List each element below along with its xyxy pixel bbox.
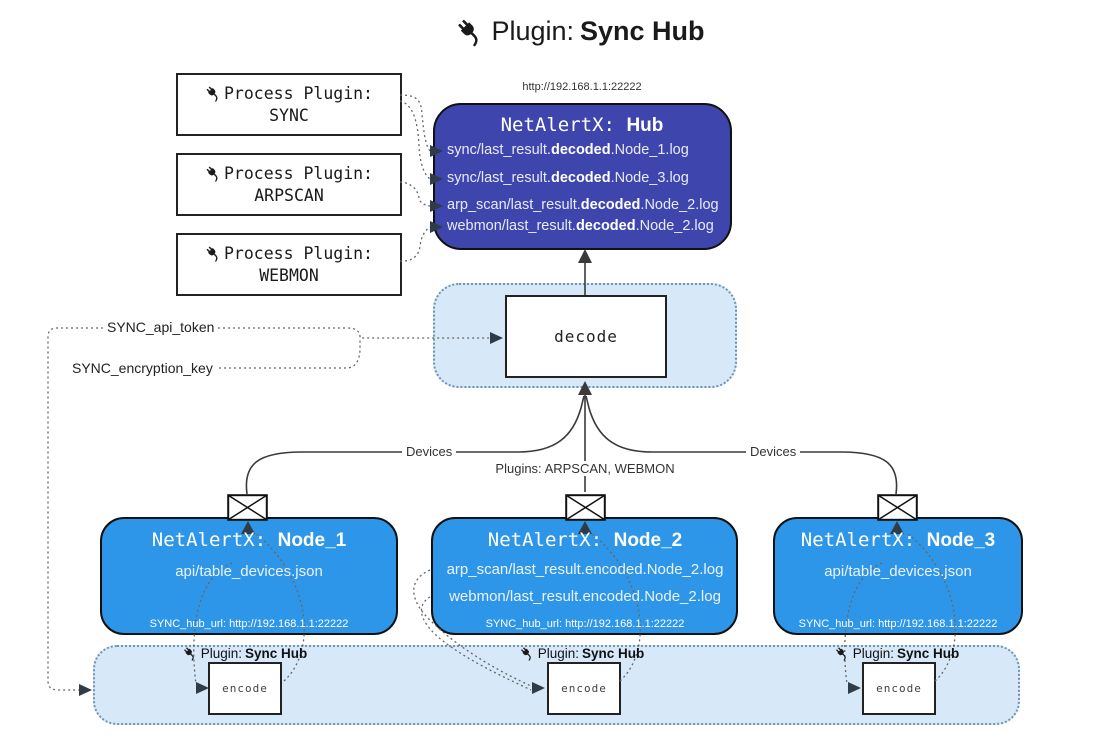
plug-icon (183, 647, 194, 661)
plug-icon (206, 246, 218, 262)
title-text-bold: Sync Hub (580, 16, 705, 46)
encode-box: encode (862, 662, 936, 715)
node-2-hub-url: SYNC_hub_url: http://192.168.1.1:22222 (485, 618, 685, 630)
decode-box: decode (505, 295, 667, 378)
node-2-file: arp_scan/last_result.encoded.Node_2.log (446, 561, 724, 578)
hub-title: NetAlertX: Hub (501, 114, 664, 137)
node-1-title: NetAlertX: Node_1 (151, 529, 347, 551)
process-plugin-label: Process Plugin: (223, 164, 373, 183)
process-plugin-name: WEBMON (259, 266, 319, 285)
hub-url: http://192.168.1.1:22222 (522, 81, 642, 93)
node-3-file: api/table_devices.json (824, 563, 972, 580)
node-1-file: api/table_devices.json (175, 563, 323, 580)
process-plugin-webmon: Process Plugin: WEBMON (176, 233, 402, 296)
process-plugin-sync: Process Plugin: SYNC (176, 73, 402, 136)
sync-encryption-key-label: SYNC_encryption_key (68, 360, 217, 376)
hub-title-prefix: NetAlertX: (500, 114, 627, 136)
plug-icon (458, 19, 478, 46)
devices-label-left: Devices (402, 444, 457, 459)
node-1-box (100, 517, 398, 635)
encoder-label: Plugin: Sync Hub (520, 646, 644, 661)
envelope-icon (565, 494, 606, 521)
plugins-label-center: Plugins: ARPSCAN, WEBMON (491, 461, 679, 476)
encoder-label: Plugin: Sync Hub (183, 646, 307, 661)
hub-log-line: arp_scan/last_result.decoded.Node_2.log (447, 197, 719, 213)
node-1-hub-url: SYNC_hub_url: http://192.168.1.1:22222 (149, 618, 349, 630)
process-plugin-name: SYNC (269, 106, 309, 125)
plug-icon (520, 647, 531, 661)
process-plugin-name: ARPSCAN (254, 186, 324, 205)
process-plugin-label: Process Plugin: (223, 244, 373, 263)
plug-icon (206, 166, 218, 182)
node-3-box (773, 517, 1023, 635)
hub-title-name: Hub (626, 115, 664, 136)
hub-log-line: webmon/last_result.decoded.Node_2.log (447, 218, 714, 234)
envelope-icon (877, 494, 918, 521)
plug-icon (206, 86, 218, 102)
title-text: Plugin: (491, 16, 575, 46)
node-3-hub-url: SYNC_hub_url: http://192.168.1.1:22222 (798, 618, 998, 630)
encode-box: encode (208, 662, 282, 715)
plug-icon (835, 647, 846, 661)
process-plugin-label: Process Plugin: (223, 84, 373, 103)
node-2-title: NetAlertX: Node_2 (487, 529, 683, 551)
hub-log-line: sync/last_result.decoded.Node_1.log (447, 142, 689, 158)
devices-label-right: Devices (746, 444, 801, 459)
hub-log-line: sync/last_result.decoded.Node_3.log (447, 170, 689, 186)
envelope-icon (227, 494, 268, 521)
encoder-label: Plugin: Sync Hub (835, 646, 959, 661)
node-2-file: webmon/last_result.encoded.Node_2.log (449, 588, 721, 605)
encode-box: encode (547, 662, 621, 715)
node-3-title: NetAlertX: Node_3 (800, 529, 996, 551)
page-title: Plugin: Sync Hub (455, 16, 705, 47)
process-plugin-arpscan: Process Plugin: ARPSCAN (176, 153, 402, 216)
sync-api-token-label: SYNC_api_token (103, 319, 219, 335)
